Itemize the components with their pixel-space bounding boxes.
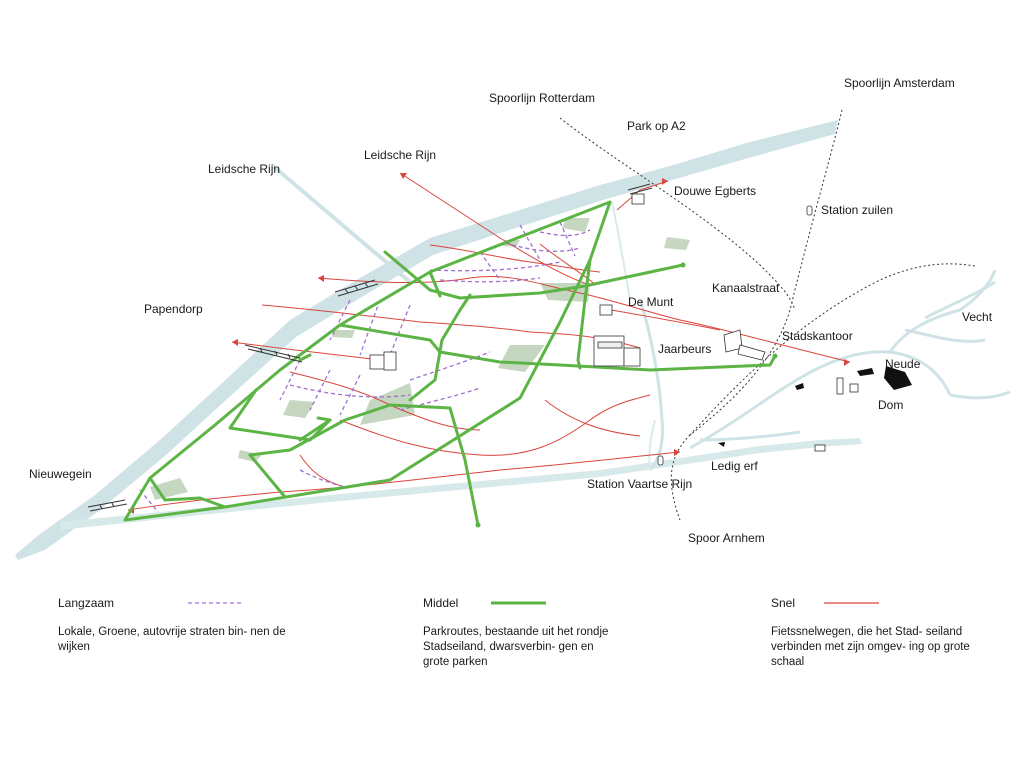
- bridges: [87, 183, 653, 512]
- label-de-munt: De Munt: [628, 295, 674, 309]
- label-neude: Neude: [885, 357, 921, 371]
- vecht-water: [904, 280, 996, 343]
- channel-water: [611, 201, 656, 471]
- label-spoor-arnhem: Spoor Arnhem: [688, 531, 765, 545]
- singel-water: [638, 269, 1011, 472]
- label-leidsche-rijn-1: Leidsche Rijn: [208, 162, 281, 176]
- legend-snel-swatch: [824, 602, 879, 604]
- label-stadskantoor: Stadskantoor: [782, 329, 853, 343]
- legend-middel-swatch: [491, 601, 546, 605]
- label-leidsche-rijn-2: Leidsche Rijn: [364, 148, 437, 162]
- legend-middel: Middel Parkroutes, bestaande uit het ron…: [423, 596, 623, 670]
- railways: [559, 109, 976, 521]
- label-spoorlijn-amsterdam: Spoorlijn Amsterdam: [844, 76, 955, 90]
- label-kanaalstraat: Kanaalstraat: [712, 281, 780, 295]
- snel-arrows: [128, 173, 850, 514]
- legend-langzaam-swatch: [188, 602, 243, 604]
- legend-middel-description: Parkroutes, bestaande uit het rondje Sta…: [423, 626, 609, 668]
- leidsche-rijn-water: [270, 163, 412, 284]
- label-nieuwegein: Nieuwegein: [29, 467, 92, 481]
- label-douwe-egberts: Douwe Egberts: [674, 184, 757, 198]
- buildings: [369, 193, 859, 452]
- station-markers: [657, 205, 813, 466]
- legend-langzaam-title: Langzaam: [58, 596, 115, 610]
- legend-langzaam: Langzaam Lokale, Groene, autovrije strat…: [58, 596, 308, 655]
- legend-langzaam-description: Lokale, Groene, autovrije straten bin- n…: [58, 626, 286, 653]
- label-jaarbeurs: Jaarbeurs: [658, 342, 712, 356]
- langzaam-routes: [139, 221, 591, 513]
- city-landmarks: [718, 366, 912, 447]
- middel-routes: [123, 200, 777, 527]
- route-nodes: [475, 262, 778, 528]
- label-station-vaartse-rijn: Station Vaartse Rijn: [587, 477, 693, 491]
- label-ledig-erf: Ledig erf: [711, 459, 758, 473]
- legend-snel-title: Snel: [771, 596, 796, 610]
- label-dom: Dom: [878, 398, 904, 412]
- map: [15, 109, 1011, 560]
- label-park-op-a2: Park op A2: [627, 119, 686, 133]
- label-spoorlijn-rotterdam: Spoorlijn Rotterdam: [489, 91, 596, 105]
- legend-snel: Snel Fietssnelwegen, die het Stad- seila…: [771, 596, 981, 670]
- label-papendorp: Papendorp: [144, 302, 203, 316]
- label-vecht: Vecht: [962, 310, 993, 324]
- label-station-zuilen: Station zuilen: [821, 203, 894, 217]
- legend-snel-description: Fietssnelwegen, die het Stad- seiland ve…: [771, 626, 970, 668]
- legend-middel-title: Middel: [423, 596, 459, 610]
